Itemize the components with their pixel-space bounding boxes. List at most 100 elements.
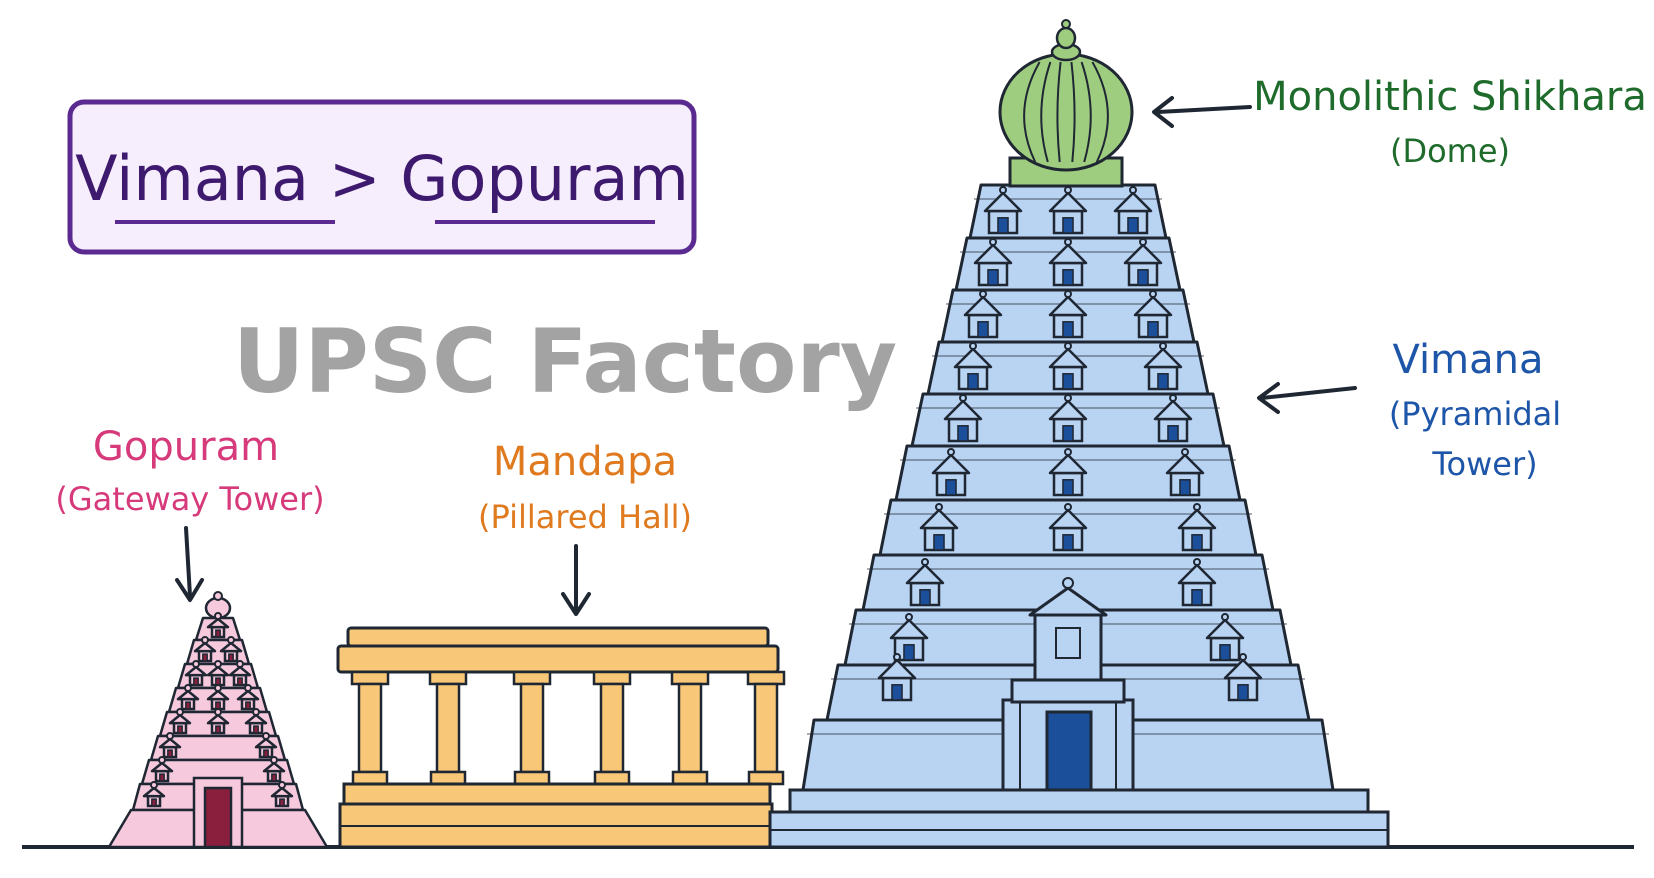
niche-roof bbox=[1177, 563, 1217, 585]
shrine-niche bbox=[1177, 503, 1217, 552]
niche-door bbox=[957, 425, 969, 442]
niche-door bbox=[1219, 644, 1231, 661]
dome-rib bbox=[1091, 61, 1109, 163]
niche-roof bbox=[193, 641, 217, 653]
shrine-niche bbox=[1048, 448, 1088, 497]
niche-roof bbox=[1048, 191, 1088, 213]
niche-door bbox=[1062, 321, 1074, 338]
pillar-capital bbox=[512, 670, 552, 686]
niche-door bbox=[1127, 217, 1139, 234]
niche-roof bbox=[176, 689, 200, 701]
niche-finial bbox=[979, 290, 987, 298]
arrow-head-vimana bbox=[1257, 382, 1280, 414]
shrine-niche bbox=[1113, 186, 1153, 235]
niche-finial bbox=[184, 684, 192, 692]
niche-finial bbox=[214, 708, 222, 716]
mandapa-label: Mandapa bbox=[493, 439, 677, 485]
shrine-niche bbox=[1048, 342, 1088, 391]
niche-roof bbox=[919, 508, 959, 530]
niche-door bbox=[1191, 589, 1203, 606]
niche-finial bbox=[1159, 342, 1167, 350]
niche-door bbox=[279, 798, 285, 807]
label-shikhara: Monolithic Shikhara (Dome) bbox=[1253, 74, 1647, 170]
title-box: Vimana > Gopuram bbox=[67, 99, 697, 255]
niche-finial bbox=[1064, 290, 1072, 298]
niche-door bbox=[1191, 534, 1203, 551]
niche-door bbox=[151, 798, 157, 807]
shrine-niche bbox=[1048, 290, 1088, 339]
niche-finial bbox=[1239, 653, 1247, 661]
dome-rib bbox=[1080, 61, 1092, 163]
niche-roof bbox=[943, 399, 983, 421]
niche-door bbox=[1137, 269, 1149, 286]
niche-finial bbox=[1129, 186, 1137, 194]
niche-roof bbox=[219, 641, 243, 653]
shrine-niche bbox=[905, 558, 945, 607]
shrine-niche bbox=[1165, 448, 1205, 497]
shrine-niche bbox=[983, 186, 1023, 235]
niche-finial bbox=[1064, 342, 1072, 350]
pointer-arrows bbox=[175, 96, 1357, 616]
niche-roof bbox=[983, 191, 1023, 213]
pillar-capital bbox=[350, 670, 390, 686]
dome-rib bbox=[1023, 61, 1041, 163]
niche-roof bbox=[142, 786, 166, 798]
mandapa-entablature bbox=[336, 644, 780, 674]
shrine-niche bbox=[236, 684, 260, 711]
niche-roof bbox=[1048, 453, 1088, 475]
niche-door bbox=[1062, 269, 1074, 286]
niche-roof bbox=[236, 689, 260, 701]
pillar-shaft bbox=[599, 682, 625, 774]
shrine-niche bbox=[1048, 186, 1088, 235]
niche-roof bbox=[963, 295, 1003, 317]
pillar-shaft bbox=[357, 682, 383, 774]
shrine-niche bbox=[919, 503, 959, 552]
niche-roof bbox=[1048, 508, 1088, 530]
niche-door bbox=[987, 269, 999, 286]
niche-finial bbox=[935, 503, 943, 511]
niche-roof bbox=[270, 786, 294, 798]
niche-roof bbox=[889, 618, 929, 640]
shrine-niche bbox=[963, 290, 1003, 339]
niche-finial bbox=[176, 708, 184, 716]
vimana-plinth bbox=[788, 788, 1370, 814]
niche-roof bbox=[168, 713, 192, 725]
pillar-base bbox=[429, 770, 467, 786]
gopuram-structure bbox=[107, 591, 329, 849]
niche-roof bbox=[262, 761, 286, 773]
shrine-niche bbox=[1133, 290, 1173, 339]
niche-finial bbox=[959, 394, 967, 402]
niche-finial bbox=[244, 684, 252, 692]
niche-door bbox=[237, 677, 243, 686]
pillar-base bbox=[351, 770, 389, 786]
niche-roof bbox=[973, 243, 1013, 265]
arrow-to-gopuram bbox=[184, 526, 192, 598]
shrine-niche bbox=[1205, 613, 1245, 662]
niche-roof bbox=[1143, 347, 1183, 369]
niche-door bbox=[1237, 684, 1249, 701]
entrance-roof bbox=[1028, 586, 1108, 617]
niche-door bbox=[193, 677, 199, 686]
niche-finial bbox=[278, 781, 286, 789]
niche-finial bbox=[214, 612, 222, 620]
niche-roof bbox=[1048, 243, 1088, 265]
niche-roof bbox=[1177, 508, 1217, 530]
gopuram-label: Gopuram bbox=[93, 424, 279, 470]
vimana-sublabel-line1: (Pyramidal bbox=[1389, 395, 1561, 433]
pillar-capital bbox=[428, 670, 468, 686]
dome-finial-bulb bbox=[1055, 26, 1077, 50]
shrine-niche bbox=[184, 660, 208, 687]
vimana-structure bbox=[768, 183, 1390, 849]
niche-finial bbox=[1181, 448, 1189, 456]
shrine-niche bbox=[193, 636, 217, 663]
arrow-to-vimana bbox=[1260, 386, 1357, 400]
niche-door bbox=[919, 589, 931, 606]
mandapa-sublabel: (Pillared Hall) bbox=[478, 498, 692, 536]
dome-rib bbox=[1056, 61, 1062, 163]
niche-door bbox=[159, 773, 165, 782]
gopuram-door bbox=[203, 786, 233, 849]
pillar-shaft bbox=[753, 682, 779, 774]
niche-roof bbox=[206, 689, 230, 701]
niche-finial bbox=[227, 636, 235, 644]
